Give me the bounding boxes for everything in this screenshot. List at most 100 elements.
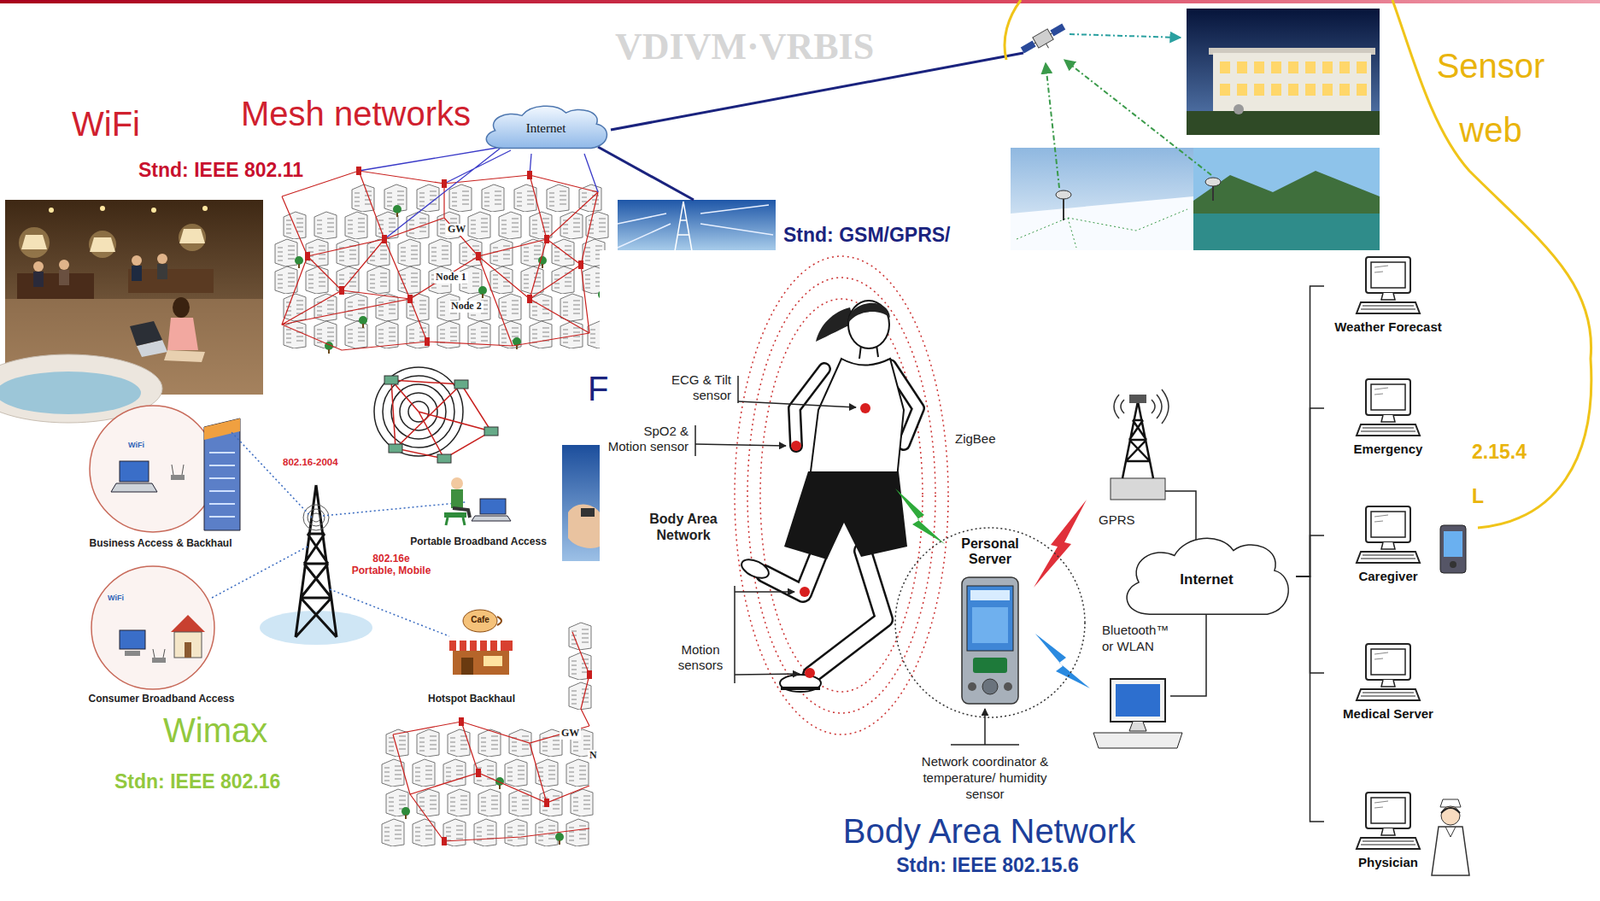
link-standard: 802.16e Portable, Mobile — [350, 553, 433, 578]
wimax-scene — [211, 431, 466, 637]
computer-icon — [1371, 797, 1406, 824]
lobby-photo — [178, 223, 206, 252]
nurse-figure — [1441, 806, 1460, 826]
gsm-tower-photo — [617, 205, 774, 248]
mesh-city — [367, 266, 390, 294]
mesh-city — [351, 184, 375, 212]
mesh-city — [336, 239, 359, 267]
computer-icon — [1371, 649, 1406, 675]
runner-figure — [738, 300, 919, 692]
desktop-computer — [1093, 732, 1183, 749]
node-text: Personal Server — [947, 536, 1033, 569]
runner-figure — [791, 440, 802, 452]
mesh-city — [305, 266, 329, 294]
lobby-photo — [89, 237, 116, 253]
section-title: Sensor web — [1426, 34, 1555, 163]
sensor-web-photos — [1193, 170, 1380, 214]
mesh-city — [551, 239, 575, 267]
wimax-scene — [471, 515, 511, 522]
runner-figure — [811, 550, 885, 675]
network-cloud: Internet — [1117, 530, 1296, 623]
link-standard: 802.16-2004 — [281, 457, 340, 469]
handheld-device — [1443, 531, 1463, 557]
computer-icon — [1353, 377, 1423, 440]
mesh-city — [490, 266, 513, 294]
mesh-city — [275, 239, 298, 267]
sensor-web-photos — [1186, 8, 1380, 135]
runner-figure — [811, 550, 885, 675]
mesh-city-lower — [412, 759, 435, 787]
wifi-tag: WiFi — [128, 440, 145, 450]
partial-standard: 2.15.4 — [1471, 440, 1527, 464]
node-text: Physician — [1324, 855, 1453, 870]
node-text: Emergency — [1324, 441, 1453, 457]
partial-standard: L — [1471, 485, 1484, 508]
section-title: Mesh networks — [240, 93, 471, 134]
lobby-photo — [131, 265, 142, 282]
wimax-scene — [91, 566, 215, 690]
node-body: Internet — [1179, 572, 1233, 590]
leader-arrow — [734, 591, 795, 593]
ban-panel — [599, 250, 1475, 901]
runner-figure — [779, 674, 821, 692]
runner-figure — [804, 668, 815, 679]
wimax-scene — [483, 656, 503, 667]
computer-icon — [1381, 293, 1395, 300]
body-field — [760, 298, 923, 692]
computer-icon — [1371, 384, 1406, 411]
wimax-scene — [497, 616, 502, 626]
mesh-city — [406, 321, 429, 349]
lobby-photo — [33, 271, 44, 288]
computer-icon — [1356, 424, 1420, 436]
lobby-photo — [157, 253, 168, 264]
node-tag: GW — [559, 727, 581, 740]
mesh-city — [358, 316, 368, 329]
runner-figure — [848, 303, 891, 323]
gprs-tower — [1129, 394, 1147, 404]
sensor-ring — [388, 444, 403, 453]
lobby-photo — [172, 297, 190, 318]
backbone-link — [597, 52, 1024, 200]
computer-icon — [1365, 257, 1411, 294]
mesh-city — [398, 239, 421, 267]
lobby-photo — [58, 269, 70, 286]
mesh-city-lower — [555, 832, 564, 845]
pda-icon — [1003, 682, 1013, 692]
server-ring — [895, 527, 1085, 718]
pda-icon — [972, 607, 1009, 644]
mesh-city — [527, 170, 533, 180]
section-title: WiFi — [71, 104, 141, 144]
satellite — [1034, 33, 1058, 53]
lobby-photo — [157, 263, 168, 280]
wimax-scene — [170, 474, 185, 481]
mesh-city — [578, 260, 584, 270]
hand-photo — [562, 445, 600, 562]
network-link — [1295, 286, 1325, 577]
lobby-photo — [131, 255, 142, 266]
mesh-city — [283, 321, 306, 349]
group-label: Body Area Network — [649, 510, 718, 544]
node-text: Internet — [526, 122, 567, 137]
mesh-city-lower — [447, 789, 470, 817]
computer-icon — [1381, 415, 1395, 422]
wimax-scene — [209, 452, 235, 517]
mesh-city — [459, 239, 482, 267]
wimax-scene — [152, 657, 166, 663]
wimax-scene — [124, 650, 141, 657]
computer-node: Medical Server — [1324, 642, 1453, 721]
access-caption: Business Access & Backhaul — [89, 538, 233, 551]
network-link — [1295, 535, 1325, 577]
wimax-scene — [307, 509, 325, 527]
mesh-city-lower — [478, 789, 501, 817]
mesh-city-lower — [566, 819, 589, 847]
computer-icon — [1360, 305, 1416, 310]
mesh-city — [498, 321, 522, 349]
lobby-photo — [0, 199, 264, 423]
pda-icon — [967, 586, 1014, 651]
watermark: VDIVM·VRBIS — [615, 25, 874, 70]
wimax-scene — [119, 630, 146, 650]
mesh-city-lower — [381, 622, 593, 847]
lobby-photo — [17, 273, 94, 299]
sensor-label: ECG & Tilt sensor — [671, 372, 732, 404]
standard-label: Stdn: IEEE 802.16 — [114, 770, 281, 793]
